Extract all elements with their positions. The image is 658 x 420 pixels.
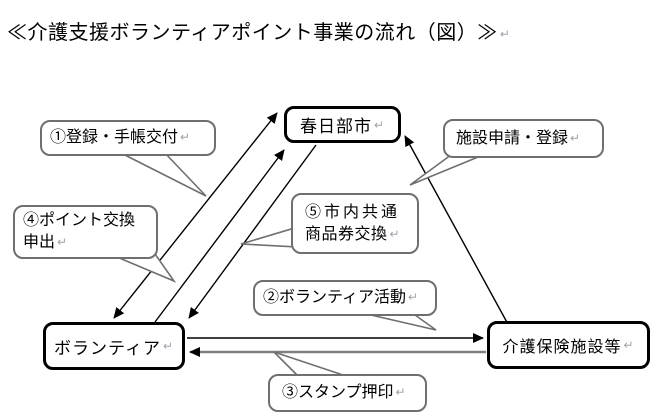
paragraph-mark: ↵ xyxy=(180,130,191,145)
callout-gift-certificate-line2: 商品券交換 xyxy=(305,225,388,243)
node-city-label: 春日部市 xyxy=(299,117,372,136)
callout-volunteer-activity-label: ②ボランティア活動 xyxy=(263,289,407,307)
paragraph-mark: ↵ xyxy=(57,235,68,249)
callout-gift-certificate-line1: ⑤市内共通 xyxy=(305,203,401,221)
arrow-registration-handbook xyxy=(113,112,278,319)
paragraph-mark: ↵ xyxy=(499,27,511,41)
callout-facility-apply: 施設申請・登録↵ xyxy=(443,119,604,158)
paragraph-mark: ↵ xyxy=(162,339,175,353)
node-city: 春日部市↵ xyxy=(284,106,401,143)
node-facility-label: 介護保険施設等 xyxy=(502,339,622,356)
node-facility: 介護保険施設等↵ xyxy=(487,321,650,369)
callout-gift-certificate: ⑤市内共通 商品券交換↵ xyxy=(291,193,419,254)
paragraph-mark: ↵ xyxy=(623,338,635,352)
callout-point-exchange-line2: 申出 xyxy=(23,234,56,251)
paragraph-mark: ↵ xyxy=(570,130,581,145)
callout-point-exchange-line1: ④ポイント交換 xyxy=(23,212,136,230)
paragraph-mark: ↵ xyxy=(389,226,403,241)
node-volunteer-label: ボランティア xyxy=(53,338,161,358)
callout-stamp: ③スタンプ押印↵ xyxy=(268,374,427,412)
figure-title-text: ≪介護支援ボランティアポイント事業の流れ（図）≫ xyxy=(7,22,498,44)
figure-title: ≪介護支援ボランティアポイント事業の流れ（図）≫↵ xyxy=(7,16,510,45)
callout-stamp-label: ③スタンプ押印 xyxy=(282,384,394,402)
arrow-point-exchange xyxy=(154,149,285,323)
callout-point-exchange: ④ポイント交換 申出↵ xyxy=(13,205,158,259)
callout-tail-registration xyxy=(114,149,207,197)
callout-facility-apply-label: 施設申請・登録 xyxy=(456,129,569,147)
callout-registration-label: ①登録・手帳交付 xyxy=(50,129,179,147)
callout-tail-gift-certificate xyxy=(240,225,299,248)
paragraph-mark: ↵ xyxy=(373,117,386,132)
node-volunteer: ボランティア↵ xyxy=(43,322,185,370)
arrow-facility-apply xyxy=(404,135,510,327)
callout-volunteer-activity: ②ボランティア活動↵ xyxy=(253,280,437,316)
paragraph-mark: ↵ xyxy=(395,385,406,400)
arrow-gift-certificate xyxy=(188,144,317,319)
callout-registration: ①登録・手帳交付↵ xyxy=(40,120,216,156)
paragraph-mark: ↵ xyxy=(408,290,419,305)
